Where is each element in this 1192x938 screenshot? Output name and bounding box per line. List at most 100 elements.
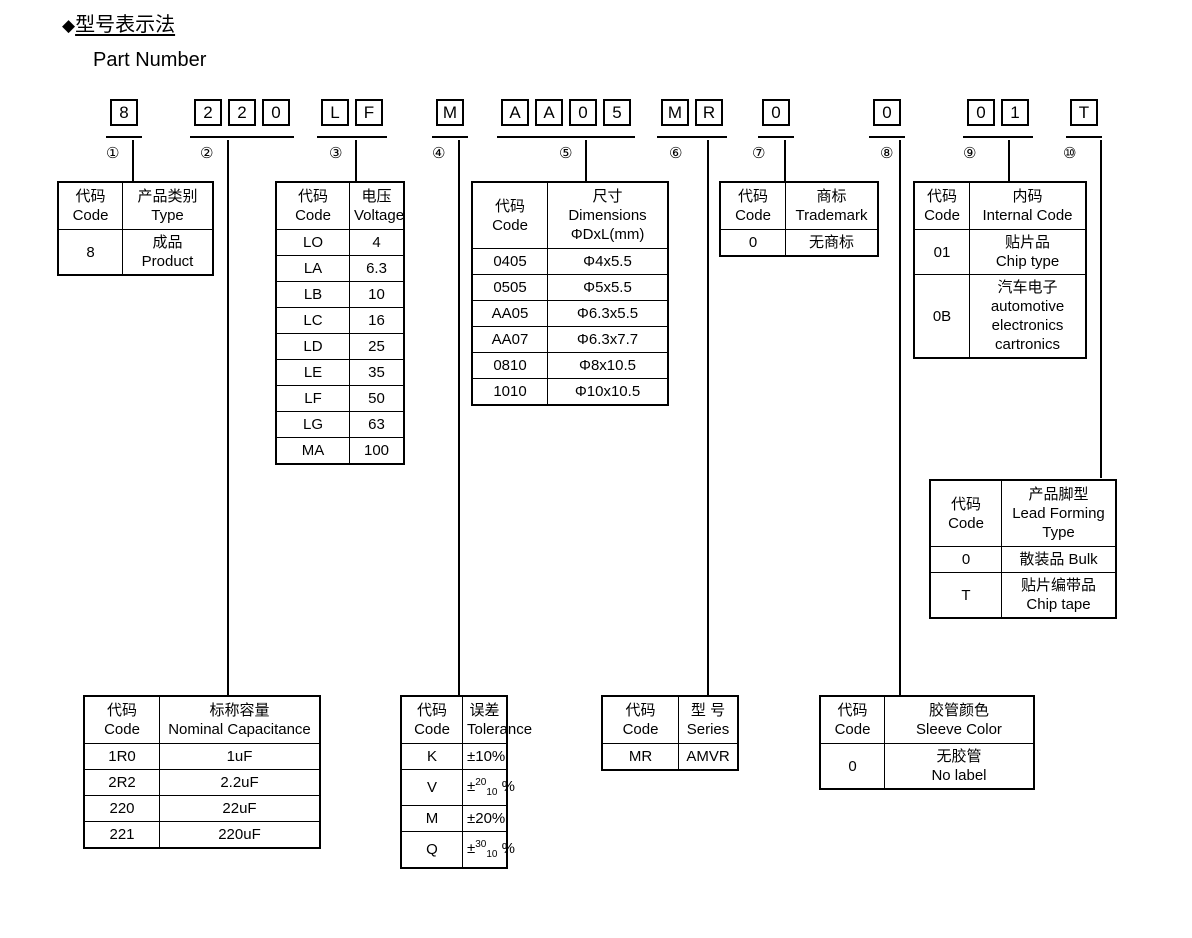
table-row: 0 无商标 — [720, 229, 878, 256]
code-char-box: 0 — [262, 99, 290, 126]
cell-value: Φ4x5.5 — [547, 248, 668, 275]
group-underline — [190, 136, 294, 138]
cell-value: 50 — [349, 385, 404, 412]
code-char-box: R — [695, 99, 723, 126]
page-title-cn: 型号表示法 — [75, 14, 176, 36]
table-row: V ±2010 % — [401, 769, 515, 806]
code-char-box: 1 — [1001, 99, 1029, 126]
cell-value: 35 — [349, 359, 404, 386]
group-marker-2: ② — [200, 145, 214, 162]
cell-code: LE — [276, 359, 350, 386]
code-char-box: T — [1070, 99, 1098, 126]
table-type: 代码 Code 产品类别 Type 8 成品 Product — [57, 181, 214, 276]
connector-line-2 — [227, 140, 229, 696]
table-row: 01 贴片品 Chip type — [914, 229, 1086, 275]
cell-value: 成品 Product — [122, 229, 213, 275]
group-underline — [963, 136, 1033, 138]
cell-value: 汽车电子 automotive electronics cartronics — [969, 274, 1086, 358]
code-char-box: 8 — [110, 99, 138, 126]
cell-value-fraction: ±3010 % — [462, 831, 515, 868]
connector-line-1 — [132, 140, 134, 182]
group-marker-6: ⑥ — [669, 145, 683, 162]
table-row: 0 散装品 Bulk — [930, 546, 1116, 573]
cell-code: 1010 — [472, 378, 548, 405]
cell-code: LC — [276, 307, 350, 334]
table-row: 代码 Code 内码 Internal Code — [914, 182, 1086, 230]
cell-value-fraction: ±2010 % — [462, 769, 515, 806]
table-series: 代码 Code 型 号 Series MR AMVR — [601, 695, 739, 771]
code-char-box: 0 — [873, 99, 901, 126]
code-char-box: 0 — [762, 99, 790, 126]
cell-value: Φ6.3x7.7 — [547, 326, 668, 353]
cell-code: 1R0 — [84, 743, 160, 770]
header-value-cell: 型 号 Series — [678, 696, 738, 744]
group-underline — [657, 136, 727, 138]
cell-code: Q — [401, 831, 463, 868]
cell-value: 220uF — [159, 821, 320, 848]
code-char-box: M — [436, 99, 464, 126]
group-underline — [432, 136, 468, 138]
cell-value: 无商标 — [785, 229, 878, 256]
group-marker-7: ⑦ — [752, 145, 766, 162]
code-char-box: F — [355, 99, 383, 126]
cell-code: 0B — [914, 274, 970, 358]
connector-line-5 — [585, 140, 587, 182]
code-char-box: A — [501, 99, 529, 126]
header-code-cell: 代码 Code — [472, 182, 548, 249]
cell-value: 贴片品 Chip type — [969, 229, 1086, 275]
cell-value: 100 — [349, 437, 404, 464]
table-row: 代码 Code 误差 Tolerance — [401, 696, 532, 744]
cell-value: 16 — [349, 307, 404, 334]
table-row: 代码 Code 电压 Voltage — [276, 182, 404, 230]
cell-code: K — [401, 743, 463, 770]
header-value-cell: 商标 Trademark — [785, 182, 878, 230]
cell-value: 63 — [349, 411, 404, 438]
table-row: 代码 Code 标称容量 Nominal Capacitance — [84, 696, 320, 744]
header-value-cell: 电压 Voltage — [349, 182, 404, 230]
cell-value: 22uF — [159, 795, 320, 822]
cell-code: LF — [276, 385, 350, 412]
cell-code: LB — [276, 281, 350, 308]
header-code-cell: 代码 Code — [84, 696, 160, 744]
cell-code: AA07 — [472, 326, 548, 353]
header-code-cell: 代码 Code — [930, 480, 1002, 547]
cell-code: MR — [602, 743, 679, 770]
table-sleeve-color: 代码 Code 胶管颜色 Sleeve Color 0 无胶管 No label — [819, 695, 1035, 790]
table-row: 8 成品 Product — [58, 229, 213, 275]
code-char-box: 2 — [228, 99, 256, 126]
table-row: T 贴片编带品 Chip tape — [930, 572, 1116, 618]
cell-code: 2R2 — [84, 769, 160, 796]
cell-value: Φ6.3x5.5 — [547, 300, 668, 327]
cell-code: 221 — [84, 821, 160, 848]
cell-code: 0 — [720, 229, 786, 256]
cell-code: AA05 — [472, 300, 548, 327]
cell-code: 220 — [84, 795, 160, 822]
bullet-diamond-icon: ◆ — [62, 16, 76, 35]
header-value-cell: 产品类别 Type — [122, 182, 213, 230]
cell-code: 0 — [820, 743, 885, 789]
code-char-box: 5 — [603, 99, 631, 126]
header-value-cell: 标称容量 Nominal Capacitance — [159, 696, 320, 744]
cell-value: 25 — [349, 333, 404, 360]
group-underline — [1066, 136, 1102, 138]
page-title-en: Part Number — [93, 49, 207, 71]
header-value-cell: 内码 Internal Code — [969, 182, 1086, 230]
cell-code: 0505 — [472, 274, 548, 301]
group-marker-3: ③ — [329, 145, 343, 162]
cell-value: Φ5x5.5 — [547, 274, 668, 301]
connector-line-9 — [1008, 140, 1010, 182]
